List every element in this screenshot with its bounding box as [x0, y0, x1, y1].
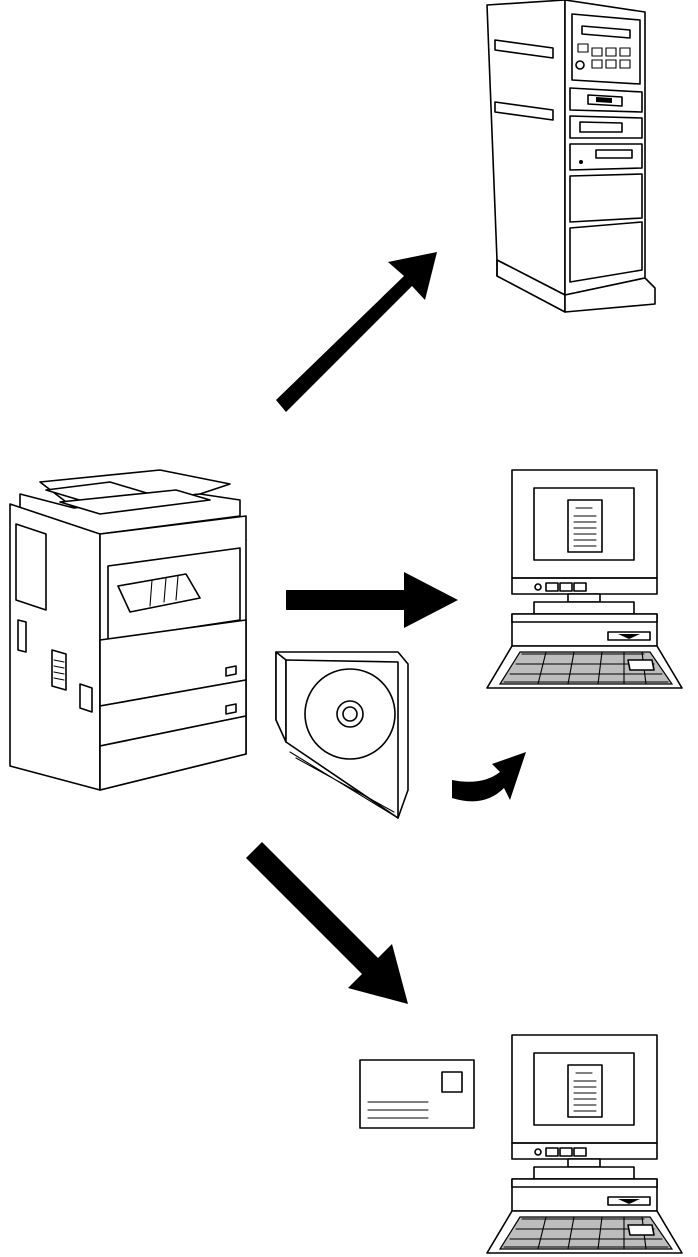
multifunction-copier-icon [9, 469, 247, 791]
envelope-icon [359, 1059, 475, 1129]
desktop-computer-icon [486, 1034, 683, 1254]
curved-arrow-icon [452, 752, 526, 802]
arrow-icon [286, 572, 458, 628]
cd-case-icon [275, 651, 409, 819]
tower-server-icon [486, 0, 656, 313]
arrow-icon [246, 842, 408, 1004]
desktop-computer-icon [486, 469, 683, 689]
arrow-icon [276, 252, 437, 412]
